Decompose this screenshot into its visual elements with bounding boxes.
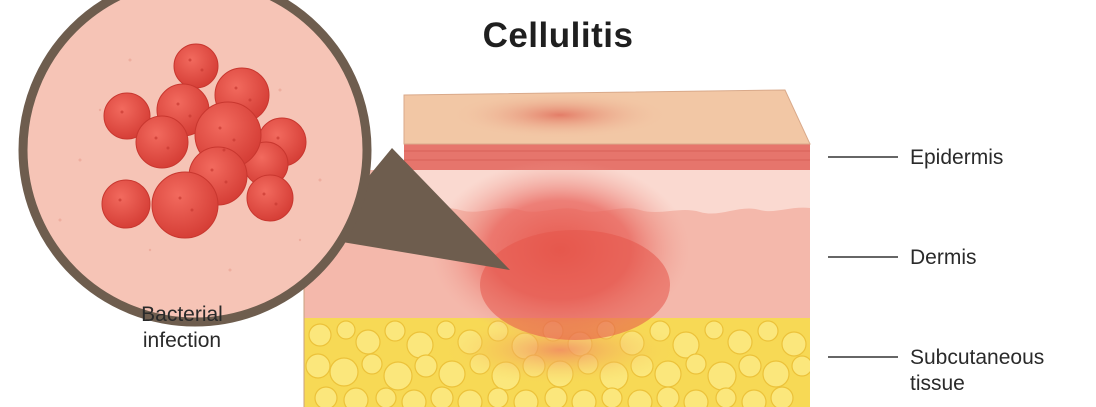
callout-line-2: infection: [112, 328, 252, 354]
subcutaneous-line-2: tissue: [910, 371, 1044, 397]
bacterium: [102, 180, 150, 228]
bacterial-infection-label: Bacterial infection: [112, 302, 252, 354]
bacterium: [247, 175, 293, 221]
skin-surface: [404, 90, 810, 144]
bacterium: [136, 116, 188, 168]
subcutaneous-line-1: Subcutaneous: [910, 345, 1044, 371]
callout-line-1: Bacterial: [112, 302, 252, 328]
subcutaneous-label: Subcutaneous tissue: [910, 345, 1044, 397]
bacterium: [152, 172, 218, 238]
diagram-title: Cellulitis: [0, 16, 1096, 56]
epidermis-label: Epidermis: [910, 145, 1003, 171]
dermis-label: Dermis: [910, 245, 977, 271]
